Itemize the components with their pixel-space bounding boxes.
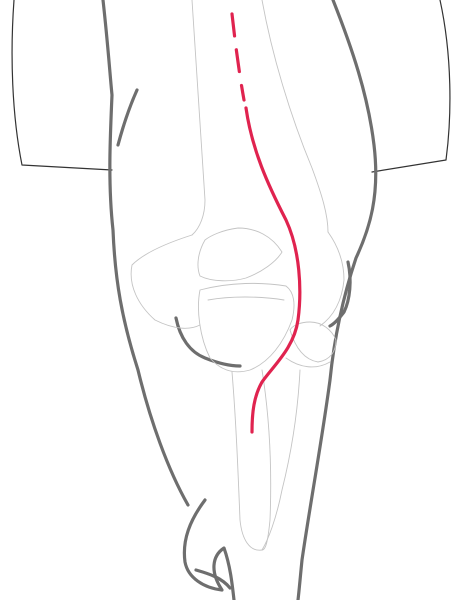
lateral-epicondyle-crease (330, 262, 350, 326)
radius-neck (286, 358, 330, 367)
arm-left-contour (103, 0, 188, 505)
surgical-incision (232, 14, 300, 432)
ulna-shaft-left (232, 372, 262, 550)
humerus-shaft-right (262, 0, 328, 232)
trochlea-ridge (208, 297, 284, 300)
medial-epicondyle-crease (176, 318, 240, 366)
arm-right-contour (298, 0, 376, 600)
humerus-distal-condyle (131, 235, 200, 328)
upper-arm-crease (118, 90, 137, 145)
surgical-drape (12, 0, 450, 172)
drape-left (12, 0, 112, 170)
bone-outlines (131, 0, 344, 550)
radius-shaft (262, 370, 300, 550)
incision-solid-segment (246, 108, 300, 432)
humerus-shaft-left (192, 0, 205, 235)
drape-right (372, 0, 450, 172)
olecranon-fossa (198, 228, 282, 281)
ulna-shaft-right (262, 370, 271, 550)
incision-dashed-segment (232, 14, 244, 100)
